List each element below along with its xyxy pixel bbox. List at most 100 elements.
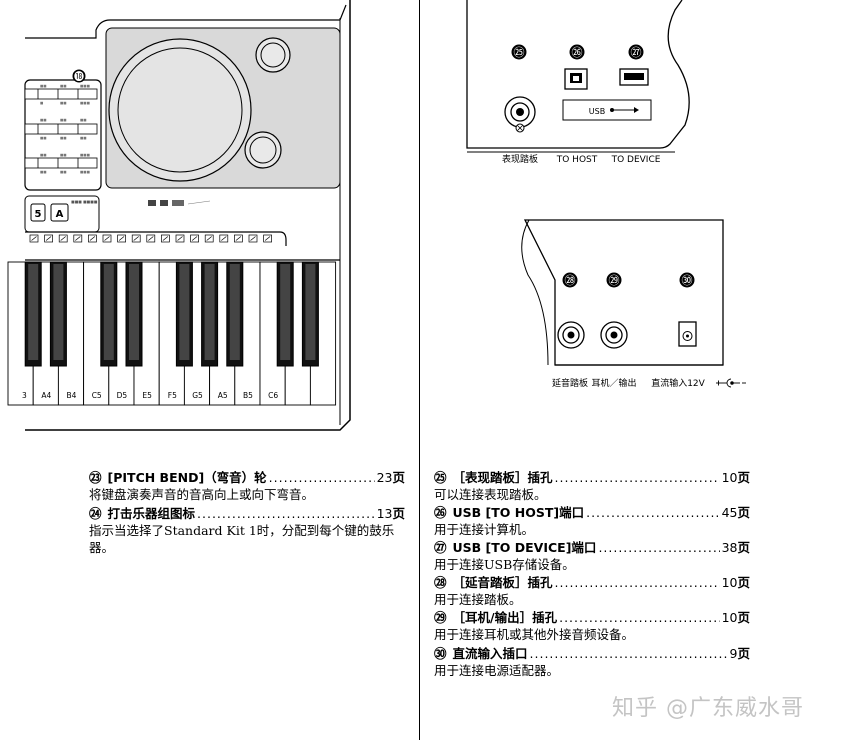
key-label: C6	[268, 391, 278, 400]
entry-number: ㉙	[434, 610, 447, 625]
leader-dots: ........................................…	[554, 470, 720, 485]
key-label-partial: 3	[22, 391, 27, 400]
page-reference: 10页	[721, 470, 750, 485]
connector-caption: TO DEVICE	[611, 155, 661, 165]
entry-title: ［表现踏板］插孔	[452, 470, 553, 485]
feature-entry: ㉘ ［延音踏板］插孔...............................…	[434, 574, 750, 608]
callout-number: ㉙	[609, 274, 620, 287]
entry-number: ㉚	[434, 646, 447, 661]
entry-heading: ㉕ ［表现踏板］插孔...............................…	[434, 469, 750, 486]
connector-caption: 延音踏板	[552, 377, 588, 389]
entry-title: ［延音踏板］插孔	[452, 575, 553, 590]
callout-number: ㉗	[631, 46, 642, 59]
key-label: F5	[168, 391, 177, 400]
entry-description: 将键盘演奏声音的音高向上或向下弯音。	[89, 487, 315, 502]
key-label: B5	[243, 391, 253, 400]
svg-text:■■: ■■	[60, 84, 67, 88]
callout-number: ㉚	[682, 274, 693, 287]
svg-text:■■■ ■■■■: ■■■ ■■■■	[71, 199, 98, 204]
usb-label: USB	[589, 107, 605, 116]
entry-description: 指示当选择了Standard Kit 1时，分配到每个键的鼓乐器。	[89, 523, 395, 555]
svg-text:■■: ■■	[40, 118, 47, 122]
svg-text:■■: ■■	[40, 136, 47, 140]
connector-caption: 直流输入12V	[651, 377, 705, 389]
svg-text:■■: ■■	[40, 170, 47, 174]
entry-description: 用于连接计算机。	[434, 522, 535, 537]
callout-marker	[679, 272, 695, 288]
key-label: A4	[41, 391, 51, 400]
connector-caption: TO HOST	[556, 155, 598, 165]
callout-number: ㉘	[565, 274, 576, 287]
entry-title: 打击乐器组图标	[107, 506, 196, 521]
svg-text:■■■: ■■■	[80, 170, 90, 174]
page-reference: 9页	[729, 646, 750, 661]
entry-number: ㉘	[434, 575, 447, 590]
callout-marker	[606, 272, 622, 288]
rear-panel-usb-illustration: ㉕ ㉖ ㉗ USB 表现踏板 TO HOST TO DEVICE	[466, 0, 690, 165]
entry-title: USB [TO HOST]端口	[452, 505, 585, 520]
connector-caption: 耳机／输出	[591, 377, 636, 389]
entry-description: 用于连接电源适配器。	[434, 663, 560, 678]
callout-marker	[569, 44, 585, 60]
entry-number: ㉕	[434, 470, 447, 485]
svg-text:■■■: ■■■	[80, 101, 90, 105]
page-reference: 10页	[721, 575, 750, 590]
entry-number: ㉓	[89, 470, 102, 485]
leader-dots: ........................................…	[586, 505, 719, 520]
entry-title: ［耳机/输出］插孔	[452, 610, 558, 625]
entry-title: 直流输入插口	[452, 646, 528, 661]
feature-entry: ㉓[PITCH BEND]（弯音）轮......................…	[89, 469, 405, 503]
leader-dots: ........................................…	[598, 540, 719, 555]
svg-text:■■: ■■	[60, 136, 67, 140]
key-label: D5	[117, 391, 128, 400]
entry-description: 可以连接表现踏板。	[434, 487, 547, 502]
feature-entry: ㉕ ［表现踏板］插孔...............................…	[434, 469, 750, 503]
callout-18: ⓲	[74, 71, 84, 83]
keyboard-illustration: ■■■■■■■ ■■■■■■ ■■■■■■ ■■■■■■ ■■■■■■■ ■■■…	[7, 0, 351, 431]
callout-number: ㉖	[572, 46, 583, 59]
svg-text:■■: ■■	[80, 136, 87, 140]
watermark: 知乎 @广东威水哥	[612, 696, 804, 721]
svg-text:■■: ■■	[60, 170, 67, 174]
svg-text:■■: ■■	[60, 153, 67, 157]
key-label: E5	[142, 391, 152, 400]
page-reference: 23页	[376, 470, 405, 485]
connector-caption: 表现踏板	[502, 153, 538, 165]
callout-number: ㉕	[514, 46, 525, 59]
svg-text:■■: ■■	[40, 153, 47, 157]
entry-title: [PITCH BEND]（弯音）轮	[107, 470, 267, 485]
entry-number: ㉗	[434, 540, 447, 555]
svg-text:■: ■	[40, 101, 43, 105]
callout-marker	[628, 44, 644, 60]
entry-number: ㉔	[89, 506, 102, 521]
page-reference: 10页	[721, 610, 750, 625]
entry-heading: ㉓[PITCH BEND]（弯音）轮......................…	[89, 469, 405, 486]
callout-marker	[562, 272, 578, 288]
leader-dots: ........................................…	[197, 506, 375, 521]
svg-text:■■: ■■	[60, 101, 67, 105]
feature-entry: ㉙［耳机/输出］插孔..............................…	[434, 609, 750, 643]
callout-marker	[511, 44, 527, 60]
svg-text:■■■: ■■■	[80, 153, 90, 157]
svg-text:■■■: ■■■	[80, 84, 90, 88]
leader-dots: ........................................…	[554, 575, 720, 590]
page-reference: 38页	[721, 540, 750, 555]
key-label: A5	[218, 391, 228, 400]
svg-text:5: 5	[35, 209, 42, 220]
page-reference: 45页	[721, 505, 750, 520]
svg-text:■■: ■■	[60, 118, 67, 122]
svg-text:A: A	[56, 209, 64, 220]
page-reference: 13页	[376, 506, 405, 521]
svg-text:■■: ■■	[40, 84, 47, 88]
entry-heading: ㉘ ［延音踏板］插孔...............................…	[434, 574, 750, 591]
polarity-icon	[716, 378, 746, 388]
entry-description: 用于连接耳机或其他外接音频设备。	[434, 627, 635, 642]
